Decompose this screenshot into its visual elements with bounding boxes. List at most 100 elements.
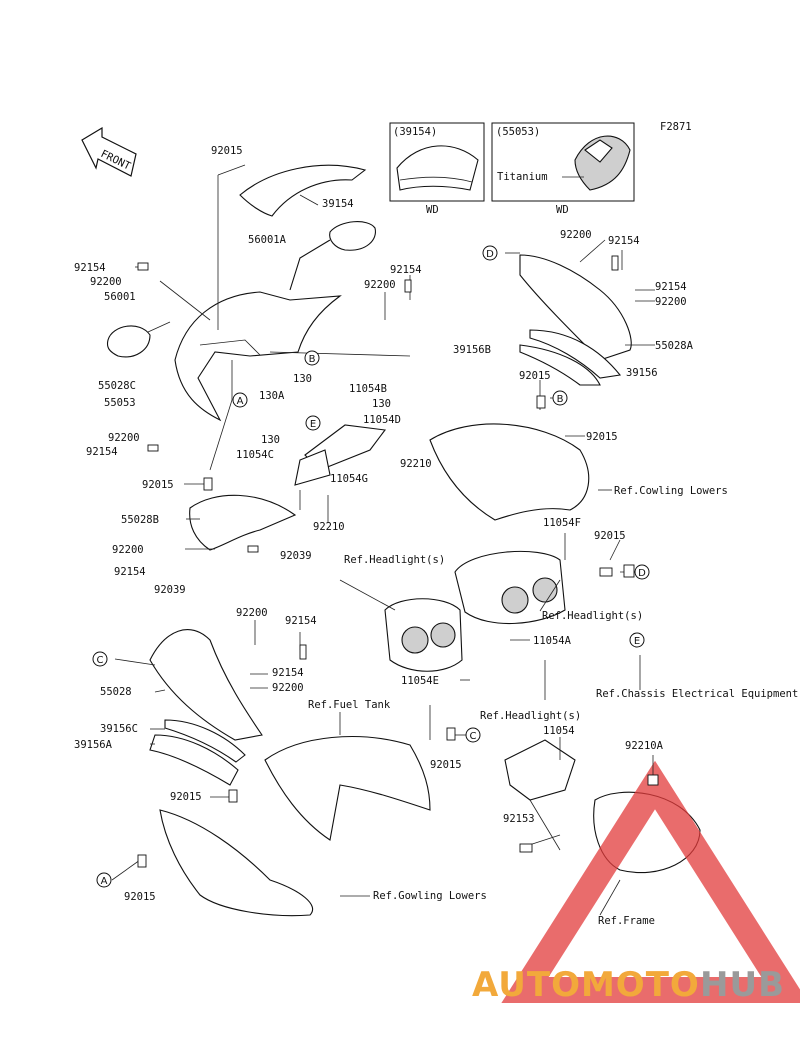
stay-bracket (294, 424, 387, 486)
callouts: A B E D B D E C C A (92, 245, 650, 888)
cowl-left-large (159, 809, 313, 917)
part-label: 92015 (430, 759, 462, 771)
ref-frame: Ref.Frame (598, 915, 655, 927)
part-label: 130A (259, 390, 285, 402)
inset-variant-wd-2: WD (556, 204, 569, 216)
part-label: 55028C (98, 380, 136, 392)
frame-bracket (504, 739, 576, 851)
ref-headlight: Ref.Headlight(s) (344, 554, 445, 566)
part-label: 39156A (74, 739, 113, 751)
callout-letter: B (557, 394, 564, 405)
callout-letter: C (470, 731, 477, 742)
trim-39156 (529, 329, 622, 379)
upper-cowl (174, 291, 342, 422)
callout-b-right (552, 390, 568, 406)
part-label: 11054F (543, 517, 581, 529)
front-arrow-icon: FRONT (81, 126, 137, 177)
part-label: 92200 (655, 296, 687, 308)
watermark-logo: AUTOMOTO HUB (472, 965, 784, 1005)
part-label: 11054D (363, 414, 401, 426)
inset-variant-wd-1: WD (426, 204, 439, 216)
callout-letter: D (638, 568, 646, 579)
figure-code: F2871 (660, 121, 692, 133)
part-label: 92210 (400, 458, 432, 470)
part-label: 92154 (285, 615, 317, 627)
part-label: 11054E (401, 675, 439, 687)
part-label: 92200 (90, 276, 122, 288)
headlight-assembly-right (454, 550, 566, 625)
part-label: 92015 (519, 370, 551, 382)
part-label: 92200 (272, 682, 304, 694)
callout-letter: B (309, 354, 316, 365)
part-label: 56001A (248, 234, 287, 246)
part-label: 92039 (154, 584, 186, 596)
part-label: 92039 (280, 550, 312, 562)
part-label: 55028 (100, 686, 132, 698)
part-label: 11054B (349, 383, 387, 395)
bolt-icon (404, 279, 412, 293)
nut-icon (647, 774, 659, 786)
collar-icon (623, 564, 635, 578)
bolt-icon (611, 255, 619, 271)
part-label: 130 (372, 398, 391, 410)
inner-panel-b (189, 494, 297, 551)
fasteners (137, 255, 659, 868)
part-label: 39154 (322, 198, 354, 210)
inset-box-upper-cowl: (55053) Titanium WD (491, 122, 635, 216)
part-label: 92200 (108, 432, 140, 444)
part-label: 55028B (121, 514, 159, 526)
part-label: 92015 (142, 479, 174, 491)
callout-letter: A (101, 876, 108, 887)
bolt-icon (147, 444, 159, 452)
callout-d-right (634, 564, 650, 580)
trim-39156a (149, 734, 239, 786)
part-label: 92015 (124, 891, 156, 903)
inset-note-titanium: Titanium (497, 171, 548, 183)
windshield (239, 164, 367, 217)
part-label: 11054G (330, 473, 368, 485)
part-label: 56001 (104, 291, 136, 303)
reference-labels: Ref.Cowling Lowers Ref.Headlight(s) Ref.… (308, 485, 798, 927)
part-label: 92210A (625, 740, 664, 752)
callout-letter: C (97, 655, 104, 666)
part-label: 92154 (608, 235, 640, 247)
callout-letter: D (486, 249, 494, 260)
part-label: 11054 (543, 725, 575, 737)
bolt-icon (299, 644, 307, 660)
callout-a-top (232, 392, 248, 408)
watermark-triangle (501, 760, 800, 1003)
part-label: 92154 (272, 667, 304, 679)
ref-fuel-tank: Ref.Fuel Tank (308, 699, 391, 711)
part-label: 92154 (655, 281, 687, 293)
part-label: 92153 (503, 813, 535, 825)
cowl-right-large (429, 423, 590, 521)
callout-letter: E (634, 636, 640, 647)
collar-icon (137, 854, 147, 868)
mirror-left (106, 321, 171, 358)
bolt-icon (599, 567, 613, 577)
part-label: 92154 (114, 566, 146, 578)
bolt-icon (247, 545, 259, 553)
part-label: 92200 (560, 229, 592, 241)
ref-chassis-electrical: Ref.Chassis Electrical Equipment (596, 688, 798, 700)
bolt-icon (137, 262, 149, 271)
headlight-assembly-left (384, 598, 463, 672)
part-label: 92154 (74, 262, 106, 274)
part-label: 130 (261, 434, 280, 446)
inset-ref-39154: (39154) (393, 126, 437, 138)
callout-c-left (92, 651, 108, 667)
part-label: 92210 (313, 521, 345, 533)
ref-gowling-lowers: Ref.Gowling Lowers (373, 890, 487, 902)
callout-letter: A (237, 396, 244, 407)
part-label: 92200 (236, 607, 268, 619)
watermark-text-a: AUTOMOTO (472, 965, 700, 1005)
part-label: 92015 (594, 530, 626, 542)
trim-39156c (164, 719, 246, 763)
callout-c-right (465, 727, 481, 743)
callout-e-right (629, 632, 645, 648)
part-label: 55028A (655, 340, 694, 352)
part-label: 92015 (170, 791, 202, 803)
ref-headlight: Ref.Headlight(s) (542, 610, 643, 622)
